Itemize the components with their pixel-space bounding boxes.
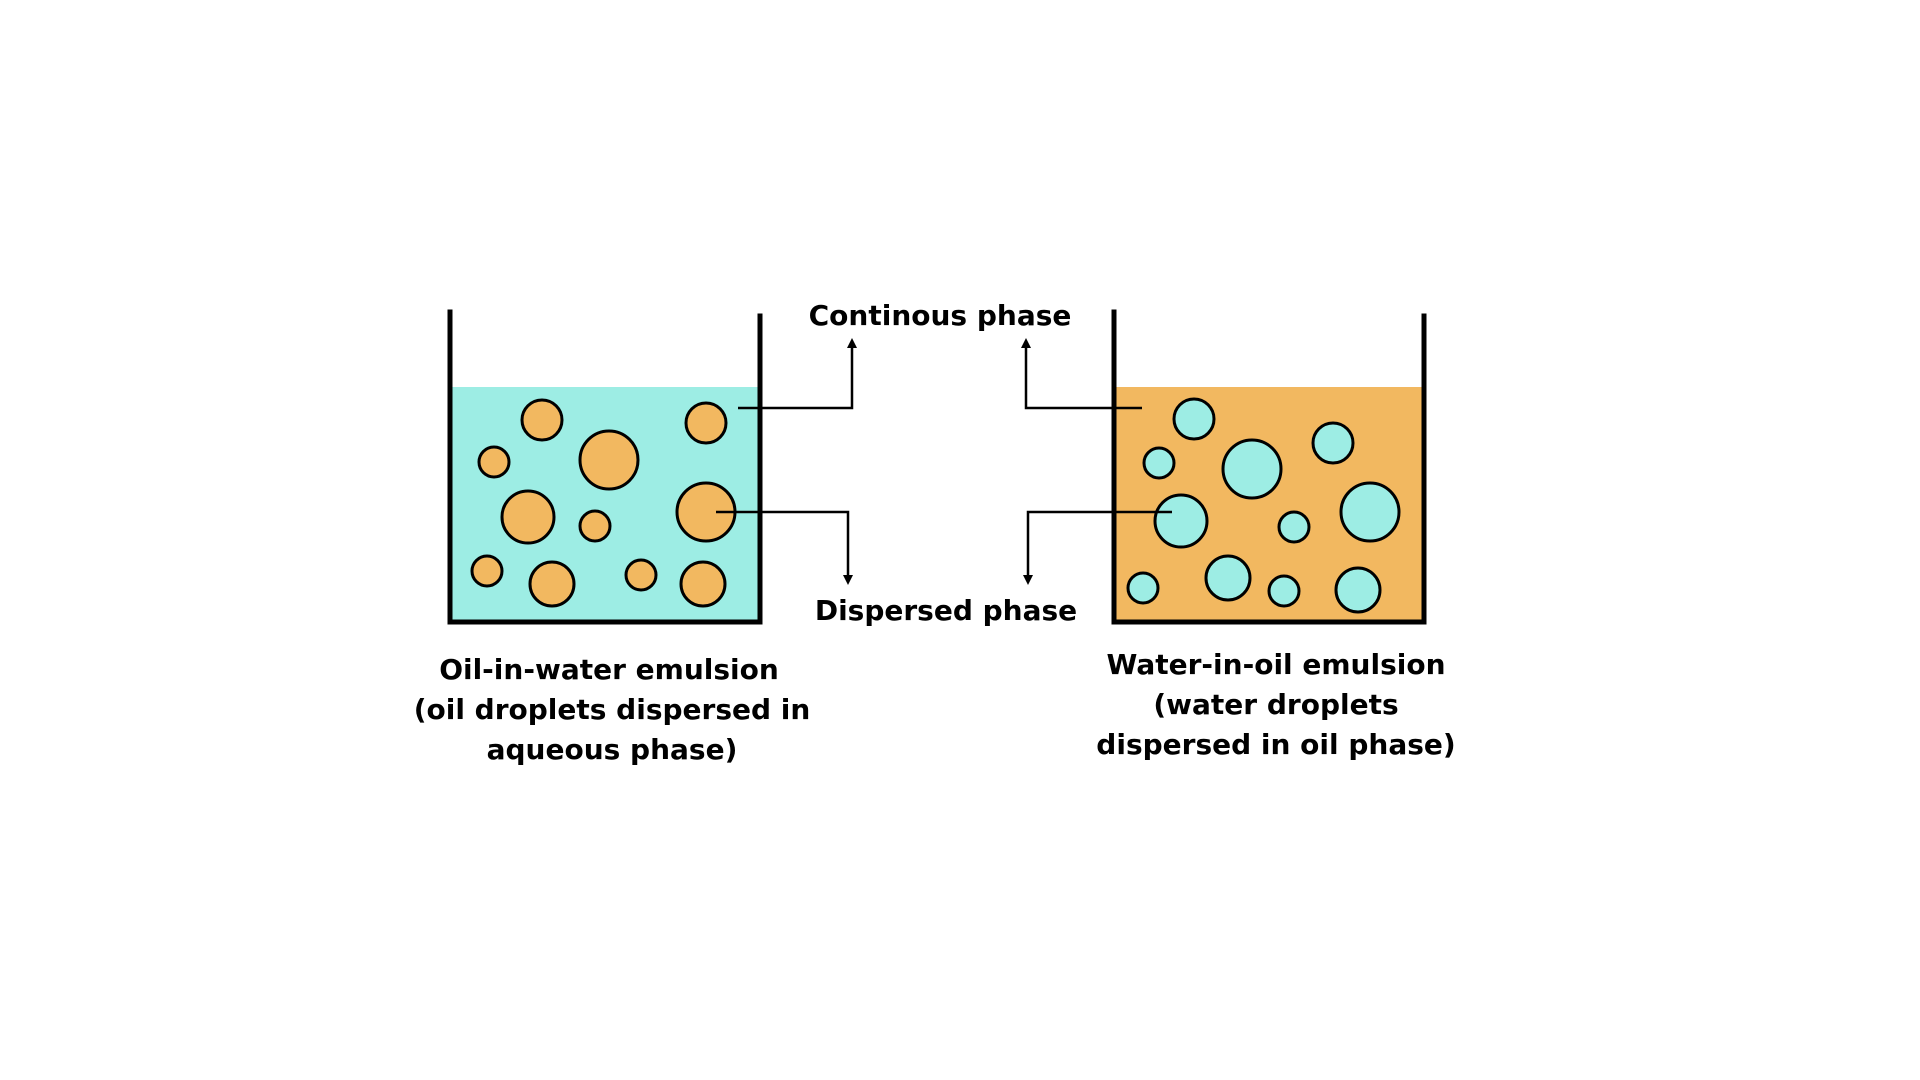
water-droplet <box>1142 446 1176 480</box>
water-droplet <box>1221 438 1283 500</box>
oil-droplet <box>684 401 728 445</box>
water-droplet <box>1204 554 1252 602</box>
oil-droplet <box>500 489 556 545</box>
water-in-oil-caption: Water-in-oil emulsion (water droplets di… <box>1096 648 1455 761</box>
caption-line: Oil-in-water emulsion <box>439 653 779 686</box>
oil-droplet <box>624 558 658 592</box>
water-droplet <box>1311 421 1355 465</box>
water-droplet <box>1277 510 1311 544</box>
water-droplets <box>1126 397 1401 614</box>
oil-in-water-beaker <box>447 309 763 625</box>
dispersed-phase-arrow-left <box>716 510 853 585</box>
water-droplet <box>1334 566 1382 614</box>
oil-droplet <box>528 560 576 608</box>
beaker-outline <box>1111 309 1427 625</box>
leader-lines <box>716 338 1172 585</box>
caption-line: aqueous phase) <box>487 733 738 766</box>
oil-droplet <box>520 398 564 442</box>
beaker-outline <box>447 309 763 625</box>
continuous-phase-arrow-left <box>738 338 857 410</box>
oil-in-water-caption: Oil-in-water emulsion (oil droplets disp… <box>414 653 811 766</box>
water-droplet <box>1339 481 1401 543</box>
water-droplet <box>1153 493 1209 549</box>
oil-droplet <box>578 509 612 543</box>
caption-line: Water-in-oil emulsion <box>1106 648 1445 681</box>
water-in-oil-beaker <box>1111 309 1427 625</box>
caption-line: (water droplets <box>1153 688 1398 721</box>
dispersed-phase-arrow-right <box>1023 510 1172 585</box>
oil-droplets <box>470 398 737 608</box>
continuous-phase-label: Continous phase <box>809 299 1072 332</box>
water-droplet <box>1172 397 1216 441</box>
water-droplet <box>1267 574 1301 608</box>
oil-droplet <box>470 554 504 588</box>
continuous-phase-arrow-right <box>1021 338 1142 410</box>
oil-droplet <box>477 445 511 479</box>
oil-droplet <box>578 429 640 491</box>
caption-line: (oil droplets dispersed in <box>414 693 811 726</box>
water-droplet <box>1126 571 1160 605</box>
oil-droplet <box>679 560 727 608</box>
caption-line: dispersed in oil phase) <box>1096 728 1455 761</box>
dispersed-phase-label: Dispersed phase <box>815 594 1077 627</box>
